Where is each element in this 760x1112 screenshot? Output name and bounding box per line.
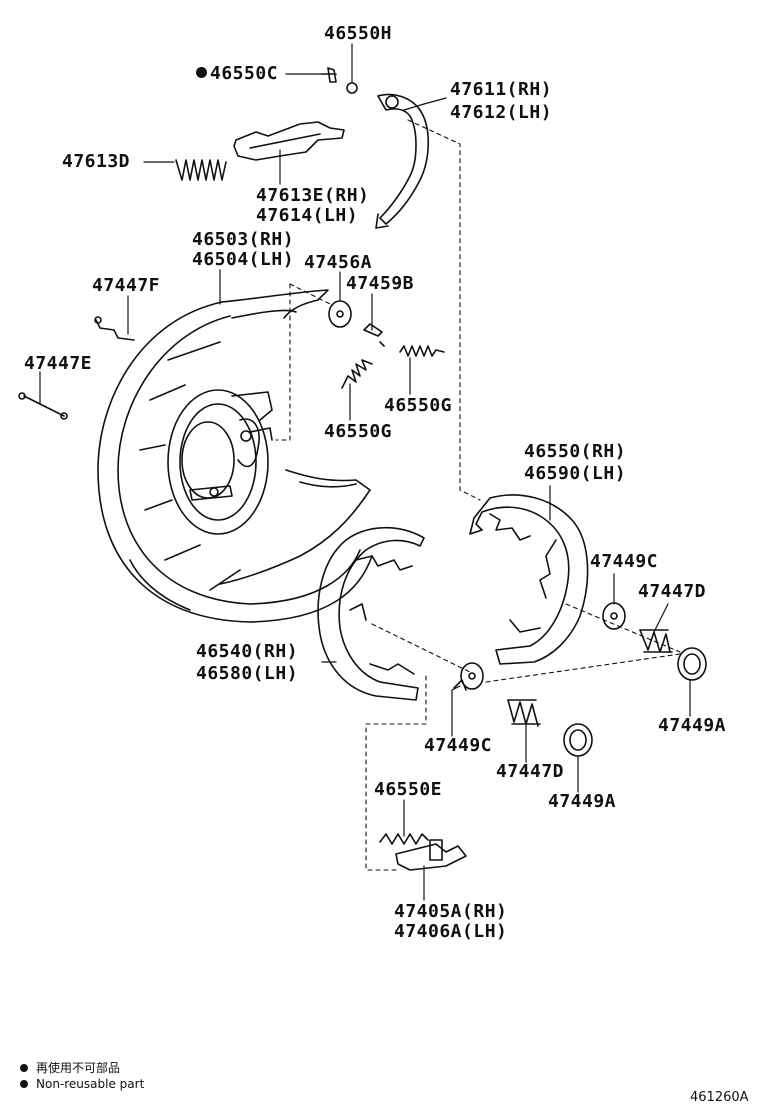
legend: 再使用不可部品 Non-reusable part [20,1060,144,1092]
label-46550G-left: 46550G [324,421,393,442]
shoe-left-drawing [317,526,425,701]
label-47613D: 47613D [62,151,131,172]
label-47447D-top: 47447D [638,581,707,602]
label-47614: 47614(LH) [256,205,359,226]
label-46580: 46580(LH) [196,663,299,684]
figure-code: 461260A [690,1090,749,1105]
label-47447F: 47447F [92,275,161,296]
label-47449C-bottom: 47449C [424,735,493,756]
label-46590: 46590(LH) [524,463,627,484]
legend-row-english: Non-reusable part [20,1076,144,1092]
label-47447E: 47447E [24,353,93,374]
label-47447D-bottom: 47447D [496,761,565,782]
backing-plate-drawing [97,289,373,623]
label-46540: 46540(RH) [196,641,299,662]
label-46550E: 46550E [374,779,443,800]
legend-row-japanese: 再使用不可部品 [20,1060,144,1076]
label-46550C: 46550C [196,64,278,84]
label-47405A: 47405A(RH) [394,901,508,922]
label-47459B: 47459B [346,273,415,294]
label-47449C-top: 47449C [590,551,659,572]
top-small-parts [175,67,430,229]
legend-dot-icon [20,1079,28,1088]
label-46550: 46550(RH) [524,441,627,462]
label-46504: 46504(LH) [192,249,295,270]
label-47406A: 47406A(LH) [394,921,508,942]
non-reusable-dot-icon [196,66,207,78]
legend-dot-icon [20,1063,28,1072]
label-47612: 47612(LH) [450,102,553,123]
label-47456A: 47456A [304,252,373,273]
label-46550C-text: 46550C [210,63,279,84]
shoe-right-drawing [469,494,589,665]
label-46550H: 46550H [324,23,393,44]
label-47613E: 47613E(RH) [256,185,370,206]
dashed-assembly-lines [275,119,681,871]
leader-lines [39,43,691,901]
label-47611: 47611(RH) [450,79,553,100]
label-47449A-bottom: 47449A [548,791,617,812]
label-47449A-right: 47449A [658,715,727,736]
adjuster-drawing [379,833,467,871]
hold-down-parts [453,602,707,757]
legend-text-japanese: 再使用不可部品 [36,1061,121,1075]
left-cable-parts [18,316,135,420]
label-46550G-right: 46550G [384,395,453,416]
legend-text-english: Non-reusable part [36,1077,145,1091]
label-46503: 46503(RH) [192,229,295,250]
center-springs [328,300,445,389]
